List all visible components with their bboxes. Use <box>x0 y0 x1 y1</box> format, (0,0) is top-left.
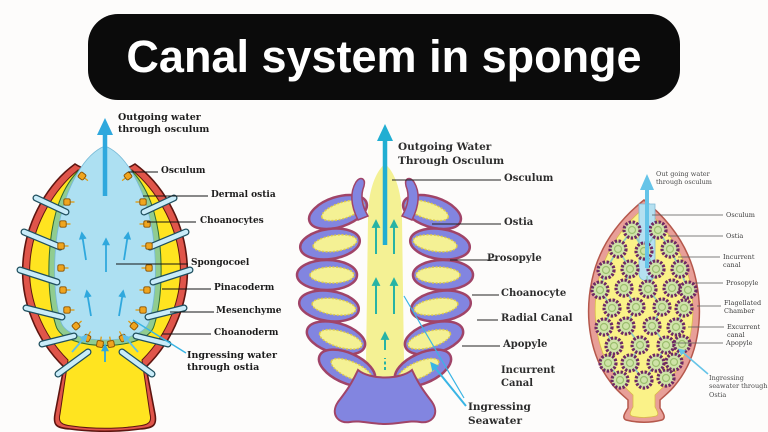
sycon-diagram: Outgoing Water Through Osculum Osculum O… <box>280 112 580 432</box>
leucon-outflow-arrow-icon <box>640 174 654 268</box>
ascon-label-spongocoel: Spongocoel <box>191 258 250 268</box>
ascon-label-dermal-ostia: Dermal ostia <box>211 190 276 200</box>
sycon-leader-lines <box>392 179 501 407</box>
leucon-label-ostia: Ostia <box>726 232 744 240</box>
sycon-label-choanocyte: Choanocyte <box>501 288 567 299</box>
leucon-artwork <box>587 174 724 423</box>
ascon-label-choanocytes: Choanocytes <box>200 216 264 226</box>
sycon-label-incurrent-canal: Incurrent Canal <box>501 365 556 389</box>
ascon-label-pinacoderm: Pinacoderm <box>214 283 275 293</box>
leucon-label-apopyle: Apopyle <box>726 339 753 347</box>
ascon-leader-lines <box>116 171 214 354</box>
leucon-diagram: Out going water through osculum Osculum … <box>580 112 768 432</box>
ascon-diagram: Outgoing water through osculum Osculum D… <box>0 112 282 432</box>
sycon-outgoing-water-label: Outgoing Water Through Osculum <box>398 141 505 168</box>
sycon-artwork <box>295 124 501 426</box>
leucon-label-osculum: Osculum <box>726 211 755 219</box>
leucon-ingressing-seawater-label: Ingressing seawater through Ostia <box>709 374 768 399</box>
ascon-body <box>21 145 189 432</box>
ascon-water-flow-arrows <box>71 231 139 362</box>
ascon-outgoing-water-label: Outgoing water through osculum <box>118 112 210 136</box>
sycon-label-radial-canal: Radial Canal <box>501 313 573 324</box>
leucon-label-prosopyle: Prosopyle <box>726 279 759 287</box>
leucon-label-incurrent-canal: Incurrent canal <box>723 253 755 270</box>
leucon-leader-lines <box>652 214 724 375</box>
leucon-outgoing-water-label: Out going water through osculum <box>656 170 712 187</box>
ascon-ostia-channels <box>16 194 194 378</box>
sycon-body <box>295 164 475 426</box>
ascon-artwork <box>16 118 214 432</box>
title-banner: Canal system in sponge <box>88 14 680 100</box>
leucon-label-excurrent-canal: Excurrent canal <box>727 323 761 340</box>
ascon-ingressing-water-label: Ingressing water through ostia <box>187 350 277 374</box>
sycon-label-osculum: Osculum <box>504 173 554 184</box>
ascon-outflow-arrow-icon <box>97 118 113 196</box>
sycon-ingressing-seawater-label: Ingressing Seawater <box>468 401 531 428</box>
ascon-label-osculum: Osculum <box>161 166 206 176</box>
sycon-outflow-arrow-icon <box>377 124 393 245</box>
leucon-label-flagellated-chamber: Flagellated Chamber <box>724 299 762 316</box>
sycon-water-flow-arrows <box>371 219 399 370</box>
ascon-label-mesenchyme: Mesenchyme <box>216 306 282 316</box>
ascon-label-choanoderm: Choanoderm <box>214 328 279 338</box>
sycon-label-apopyle: Apopyle <box>503 339 548 350</box>
sycon-label-prosopyle: Prosopyle <box>487 253 542 264</box>
sycon-label-ostia: Ostia <box>504 217 534 228</box>
page-title: Canal system in sponge <box>126 31 642 82</box>
